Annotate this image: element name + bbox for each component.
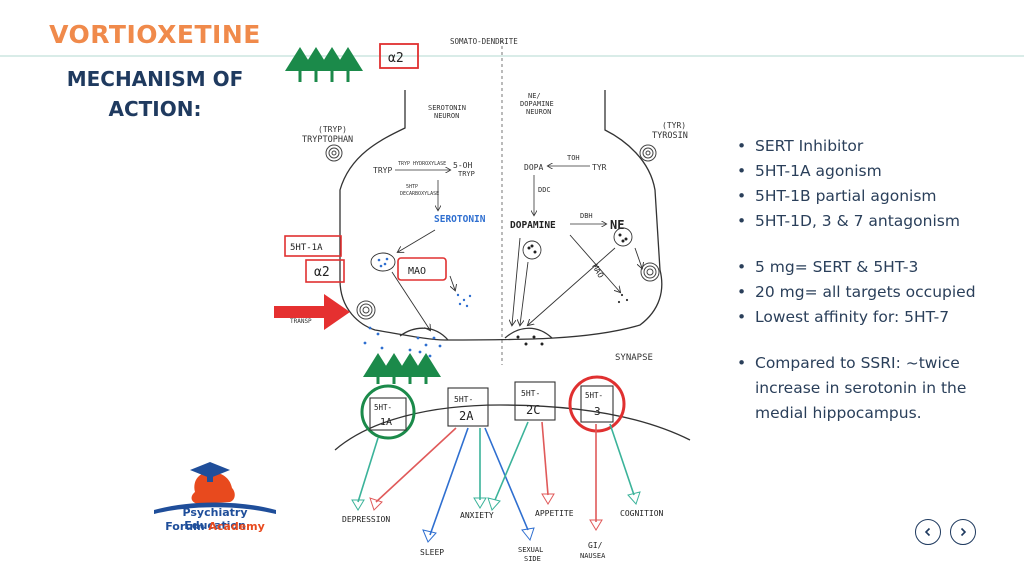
receptor-2a-label: 5HT- — [454, 395, 473, 404]
outcome-appetite: APPETITE — [535, 509, 574, 518]
receptor-2c-label: 5HT- — [521, 389, 540, 398]
toh-label: TOH — [567, 154, 580, 162]
oh-tryp-label: 5-OH — [453, 161, 472, 170]
outcome-gi-2: NAUSEA — [580, 552, 606, 560]
outcome-depression: DEPRESSION — [342, 515, 390, 524]
somato-dendrite-label: SOMATO-DENDRITE — [450, 37, 518, 46]
logo-text-line1: Psychiatry Education — [182, 506, 248, 532]
dbh-label: DBH — [580, 212, 593, 220]
alpha2-presynaptic-label: α2 — [314, 265, 330, 280]
serotonin-label: SEROTONIN — [434, 214, 486, 225]
bullet-item: Compared to SSRI: ~twice increase in ser… — [735, 351, 1015, 426]
receptor-1a-label: 5HT- — [374, 403, 392, 412]
academy-logo-icon — [154, 462, 276, 514]
page-title: VORTIOXETINE — [49, 20, 261, 49]
bullet-item: 5HT-1D, 3 & 7 antagonism — [735, 209, 1015, 234]
ne-neuron-label-3: NEURON — [526, 108, 551, 116]
ne-neuron-label: NE/ — [528, 92, 541, 100]
synapse-label: SYNAPSE — [615, 353, 653, 363]
receptor-1a-number: 1A — [380, 417, 392, 428]
dopa-label: DOPA — [524, 163, 543, 172]
key-points-list: SERT Inhibitor 5HT-1A agonism 5HT-1B par… — [735, 134, 1015, 426]
receptor-3-label: 5HT- — [585, 391, 603, 400]
tryp-abbrev: (TRYP) — [318, 125, 347, 134]
serotonin-neuron-label-2: NEURON — [434, 112, 459, 120]
bullet-item: Lowest affinity for: 5HT-7 — [735, 305, 1015, 330]
outcome-sexual-side: SEXUAL — [518, 546, 543, 554]
tyr-label: TYR — [592, 163, 607, 172]
ddc-label: DDC — [538, 186, 551, 194]
subtitle-line-1: MECHANISM OF — [66, 67, 244, 91]
tyrosine-label: TYROSIN — [652, 131, 688, 141]
htp-label: 5HTP — [406, 184, 418, 190]
outcome-gi: GI/ — [588, 541, 603, 550]
subtitle-line-2: ACTION: — [108, 97, 202, 121]
ne-neuron-label-2: DOPAMINE — [520, 100, 554, 108]
tyr-abbrev: (TYR) — [662, 121, 686, 130]
dopamine-label: DOPAMINE — [510, 220, 556, 231]
bullet-item: 5HT-1B partial agonism — [735, 184, 1015, 209]
oh-tryp-label-2: TRYP — [458, 170, 475, 178]
serotonin-neuron-label: SEROTONIN — [428, 104, 466, 112]
receptor-3-number: 3 — [594, 405, 601, 418]
decarboxylase-label: DECARBOXYLASE — [400, 191, 439, 197]
header-divider — [0, 55, 1024, 57]
logo-text-line2: Forum Academy — [150, 520, 280, 533]
logo-forum: Forum — [165, 520, 205, 533]
tryp-hydroxylase-label: TRYP HYDROXYLASE — [398, 161, 446, 167]
logo-academy: Academy — [208, 520, 265, 533]
bullet-item: 5HT-1A agonism — [735, 159, 1015, 184]
chevron-right-icon — [960, 527, 967, 537]
alpha2-top-label: α2 — [388, 51, 404, 66]
outcome-anxiety: ANXIETY — [460, 511, 494, 520]
bullet-item: 5 mg= SERT & 5HT-3 — [735, 255, 1015, 280]
previous-slide-button[interactable] — [915, 519, 941, 545]
receptor-2c-number: 2C — [526, 403, 540, 417]
mechanism-diagram: α2 SOMATO-DENDRITE SEROTONIN NEURON NE/ … — [274, 37, 691, 563]
receptor-2a-number: 2A — [459, 409, 474, 423]
bullet-item: SERT Inhibitor — [735, 134, 1015, 159]
ht1a-presynaptic-label: 5HT-1A — [290, 243, 323, 253]
tryptophan-label: TRYPTOPHAN — [302, 135, 353, 145]
mao-right-label: MAO — [590, 263, 605, 280]
outcome-cognition: COGNITION — [620, 509, 664, 518]
outcome-sexual-side-2: SIDE — [524, 555, 541, 563]
mao-left-label: MAO — [408, 266, 426, 277]
chevron-left-icon — [924, 527, 931, 537]
next-slide-button[interactable] — [950, 519, 976, 545]
transporter-label: TRANSP — [290, 318, 312, 325]
bullet-item: 20 mg= all targets occupied — [735, 280, 1015, 305]
outcome-sleep: SLEEP — [420, 548, 444, 557]
page-subtitle: MECHANISM OF ACTION: — [40, 64, 270, 124]
tryp-label: TRYP — [373, 166, 392, 175]
